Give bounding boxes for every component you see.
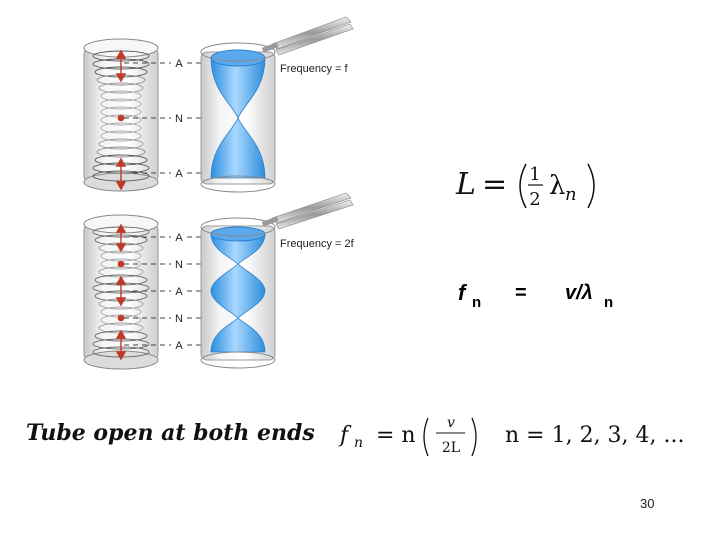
bottom-label-1: A: [175, 232, 183, 244]
eq-L-numerator: 1: [529, 164, 540, 185]
eq-L-subscript: n: [565, 184, 577, 205]
fn-equals: =: [515, 282, 527, 304]
fn-sub: n: [472, 294, 482, 311]
bottom-label-3: A: [175, 286, 183, 298]
bottom-right-tube: [200, 217, 276, 369]
bottom-label-5: A: [175, 340, 183, 352]
formula-equals-n: = n: [376, 423, 416, 448]
bottom-frequency-label: Frequency = 2f: [280, 238, 355, 250]
bottom-left-tube: [83, 214, 159, 370]
bottom-tuning-fork-icon: [261, 192, 354, 230]
top-diagram: A N A Frequency = f: [83, 16, 354, 193]
formula-numerator: v: [447, 415, 455, 431]
tube-title: Tube open at both ends: [26, 420, 315, 446]
formula-denominator: 2L: [442, 440, 460, 456]
fn-rhs-sub: n: [604, 294, 614, 311]
top-right-tube: [200, 42, 276, 193]
eq-L-equals: =: [482, 167, 507, 202]
fn-rhs: v/λ: [565, 282, 593, 304]
eq-L-denominator: 2: [529, 189, 540, 210]
bottom-formula-row: Tube open at both ends f n = n v 2L n = …: [26, 415, 685, 457]
formula-f-sub: n: [354, 435, 363, 451]
fn-f: f: [458, 280, 466, 305]
formula-f: f: [338, 423, 352, 448]
bottom-diagram: A N A N A Frequency = 2f: [83, 192, 355, 370]
bottom-label-2: N: [175, 259, 183, 271]
length-equation: L = 1 2 λ n: [455, 163, 595, 210]
top-frequency-label: Frequency = f: [280, 63, 349, 75]
page-number: 30: [640, 496, 655, 511]
bottom-label-4: N: [175, 313, 183, 325]
eq-L-lhs: L: [455, 167, 476, 202]
top-label-2: N: [175, 113, 183, 125]
top-tuning-fork-icon: [261, 16, 354, 56]
top-label-3: A: [175, 168, 183, 180]
top-left-tube: [83, 38, 159, 192]
n-values: n = 1, 2, 3, 4, ...: [505, 423, 685, 448]
top-label-1: A: [175, 58, 183, 70]
eq-L-lambda: λ: [549, 171, 565, 201]
